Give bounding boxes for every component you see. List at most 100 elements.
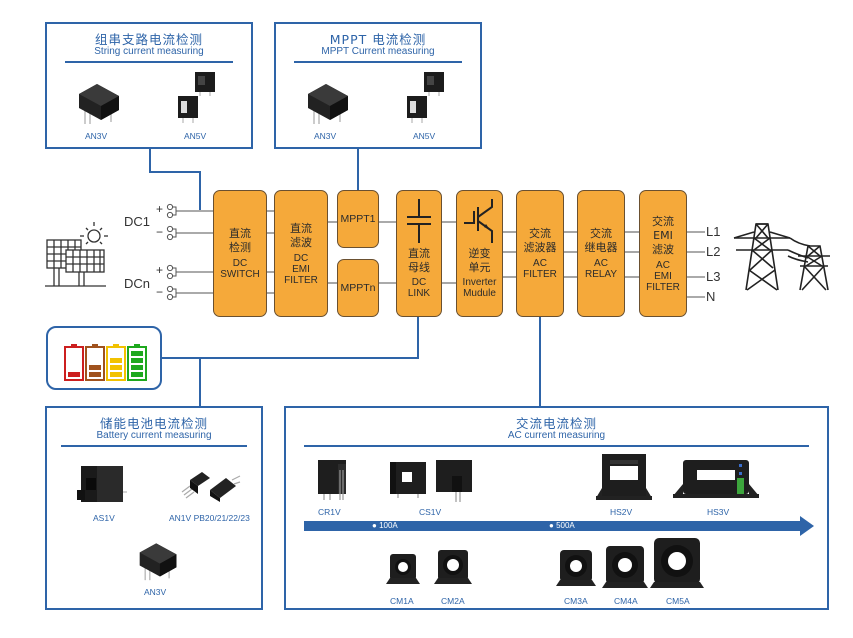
part-label: AN5V [184, 131, 207, 141]
dcn-plus-sign: + [156, 263, 164, 277]
block-label-cn: EMI [653, 228, 673, 242]
block-label-en: EMI [654, 270, 672, 282]
dc-link-battery-connector [162, 316, 419, 359]
scale-tick-label: 100A [379, 521, 398, 530]
panel-divider [304, 445, 809, 447]
panel-divider [294, 61, 462, 63]
block-label-en: FILTER [284, 274, 318, 286]
part-label: CM3A [564, 596, 588, 606]
output-line-l2: L2 [706, 244, 721, 259]
panel-title-en: MPPT Current measuring [321, 46, 435, 57]
hs3v-sensor-image [673, 460, 759, 498]
solar-panel-icon [45, 222, 108, 287]
igbt-transistor-icon [463, 199, 493, 243]
dc1-minus-sign: − [156, 225, 164, 239]
block-label-en: FILTER [646, 281, 680, 293]
block-label-en: Inverter [462, 277, 497, 288]
cr1v-sensor-image [318, 460, 346, 500]
an1v-pb-sensor-image [181, 472, 241, 502]
panel-title-cn: 交流电流检测 [515, 416, 597, 431]
part-label: CM4A [614, 596, 638, 606]
an5v-sensor-image [178, 72, 215, 123]
block-label-cn: 母线 [408, 261, 430, 274]
block-label-cn: 滤波 [290, 235, 312, 249]
scale-arrow-head-icon [800, 516, 814, 536]
block-label-en: SWITCH [220, 269, 260, 280]
dcn-minus-sign: − [156, 285, 164, 299]
block-label-cn: 交流 [652, 214, 674, 228]
cm4a-sensor-image [602, 546, 648, 588]
block-label-cn: 交流 [590, 227, 612, 240]
an3v-sensor-image [79, 84, 119, 124]
block-label-en: DC [411, 277, 427, 288]
part-label: HS2V [610, 507, 633, 517]
panel-title-cn: MPPT 电流检测 [329, 32, 427, 47]
part-label: AN1V PB20/21/22/23 [169, 513, 250, 523]
part-label: CM2A [441, 596, 465, 606]
panel-title-cn: 储能电池电流检测 [99, 416, 208, 431]
battery-current-panel: 储能电池电流检测 Battery current measuring AS1V … [45, 406, 263, 610]
block-label-en: DC [232, 258, 248, 269]
output-line-n: N [706, 289, 716, 304]
current-range-scale-bar [304, 521, 804, 531]
block-label-cn: 直流 [290, 221, 312, 235]
block-label-en: DC [293, 252, 309, 264]
ac-relay-block: 交流 继电器 AC RELAY [577, 190, 625, 317]
part-label: AS1V [93, 513, 115, 523]
string-current-panel: 组串支路电流检测 String current measuring AN3V A… [45, 22, 253, 149]
block-label-en: Mudule [463, 288, 496, 299]
panel-title-en: String current measuring [94, 46, 204, 57]
part-label: AN3V [314, 131, 337, 141]
capacitor-icon [407, 199, 431, 243]
ac-emi-filter-block: 交流 EMI 滤波 AC EMI FILTER [639, 190, 687, 317]
scale-tick-100a: ● 100A [372, 521, 398, 530]
block-label-cn: 单元 [468, 261, 491, 274]
part-label: AN3V [144, 587, 167, 597]
panel-title-cn: 组串支路电流检测 [94, 32, 203, 47]
string-panel-connector [149, 148, 201, 210]
block-label-en: RELAY [584, 269, 618, 280]
cm2a-sensor-image [434, 550, 472, 584]
block-label-cn: 直流 [229, 227, 251, 240]
battery-storage-box [46, 326, 162, 390]
block-label-en: EMI [292, 263, 310, 275]
mppt-current-panel: MPPT 电流检测 MPPT Current measuring AN3V AN… [274, 22, 482, 149]
an3v-sensor-image [139, 543, 177, 581]
ac-current-panel: 交流电流检测 AC current measuring CR1V CS1V HS… [284, 406, 829, 610]
mppt1-block: MPPT1 [337, 190, 379, 248]
battery-levels-icon [64, 344, 147, 381]
part-label: CM5A [666, 596, 690, 606]
panel-title-en: AC current measuring [507, 430, 606, 441]
dcn-input-label: DCn [124, 276, 151, 291]
panel-divider [61, 445, 247, 447]
block-label-cn: 滤波器 [523, 241, 557, 254]
scale-tick-label: 500A [556, 521, 575, 530]
block-label-cn: 继电器 [584, 241, 618, 254]
dc1-input-label: DC1 [124, 214, 151, 229]
dc-emi-filter-block: 直流 滤波 DC EMI FILTER [274, 190, 328, 317]
block-label-en: FILTER [523, 269, 557, 280]
block-label: MPPTn [340, 282, 376, 294]
power-grid-tower-icon [733, 223, 830, 291]
an3v-sensor-image [308, 84, 348, 124]
cs1v-sensor-image [390, 460, 472, 502]
output-line-l3: L3 [706, 269, 721, 284]
part-label: AN3V [85, 131, 108, 141]
part-label: HS3V [707, 507, 730, 517]
block-label-en: AC [594, 258, 608, 269]
panel-title-en: Battery current measuring [96, 430, 212, 441]
ac-filter-block: 交流 滤波器 AC FILTER [516, 190, 564, 317]
output-line-l1: L1 [706, 224, 721, 239]
scale-tick-500a: ● 500A [549, 521, 575, 530]
block-label-cn: 交流 [529, 227, 551, 240]
cm5a-sensor-image [650, 538, 704, 588]
dc1-plus-sign: + [156, 202, 164, 216]
block-label: MPPT1 [340, 213, 376, 225]
part-label: AN5V [413, 131, 436, 141]
panel-divider [65, 61, 233, 63]
cm3a-sensor-image [556, 550, 596, 586]
dc-switch-block: 直流 检测 DC SWITCH [213, 190, 267, 317]
part-label: CS1V [419, 507, 442, 517]
an5v-sensor-image [407, 72, 444, 123]
